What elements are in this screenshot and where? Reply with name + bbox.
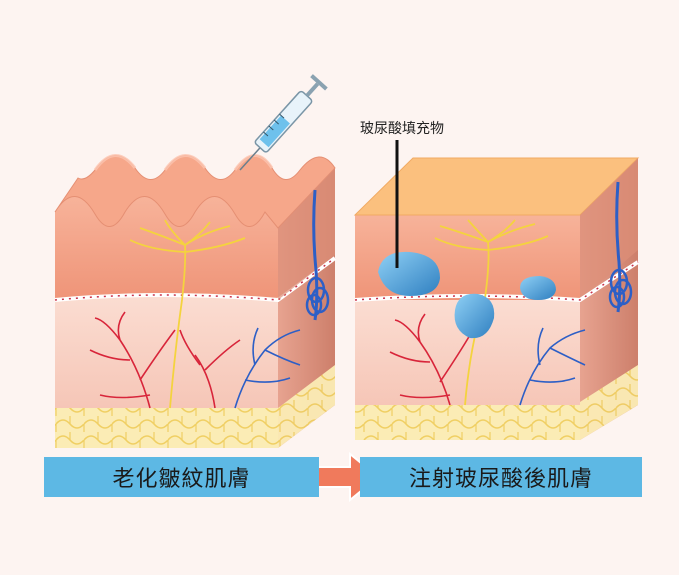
aged-skin-block [55, 74, 335, 448]
treated-skin-block [355, 140, 638, 440]
aged-skin-banner: 老化皺紋肌膚 [44, 457, 319, 497]
filler-callout-label: 玻尿酸填充物 [360, 118, 444, 138]
aged-dermis [55, 290, 278, 408]
treated-skin-banner: 注射玻尿酸後肌膚 [360, 457, 642, 497]
aged-fat-layer [55, 408, 278, 448]
treated-fat-layer [355, 405, 580, 440]
filler-blob [520, 276, 556, 300]
